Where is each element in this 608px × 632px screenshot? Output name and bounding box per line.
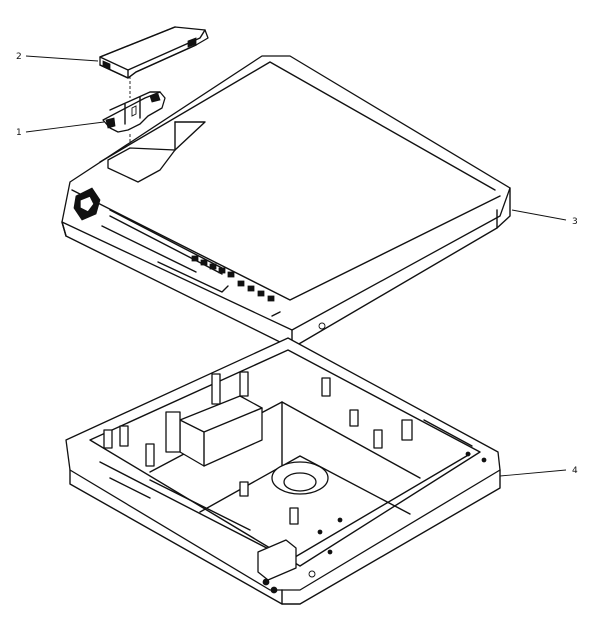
callout-4-label: 4 bbox=[572, 466, 578, 476]
part-1-latch-bracket bbox=[102, 91, 166, 133]
front-button-row bbox=[191, 255, 275, 302]
callout-3: 3 bbox=[511, 209, 578, 227]
callout-2-leader bbox=[25, 55, 99, 62]
callout-3-label: 3 bbox=[572, 217, 578, 227]
callout-4: 4 bbox=[499, 466, 578, 477]
mounting-posts bbox=[103, 371, 413, 525]
callout-1-leader bbox=[25, 121, 105, 133]
part-4-base-chassis bbox=[65, 337, 501, 605]
part-2-cover-cap bbox=[99, 26, 209, 79]
power-knob bbox=[73, 187, 101, 221]
callout-1: 1 bbox=[16, 121, 105, 138]
callout-1-label: 1 bbox=[16, 128, 22, 138]
callout-2: 2 bbox=[16, 52, 99, 62]
callout-2-label: 2 bbox=[16, 52, 22, 62]
callout-3-leader bbox=[511, 209, 567, 221]
callout-4-leader bbox=[499, 469, 567, 477]
part-3-top-housing bbox=[61, 55, 511, 349]
